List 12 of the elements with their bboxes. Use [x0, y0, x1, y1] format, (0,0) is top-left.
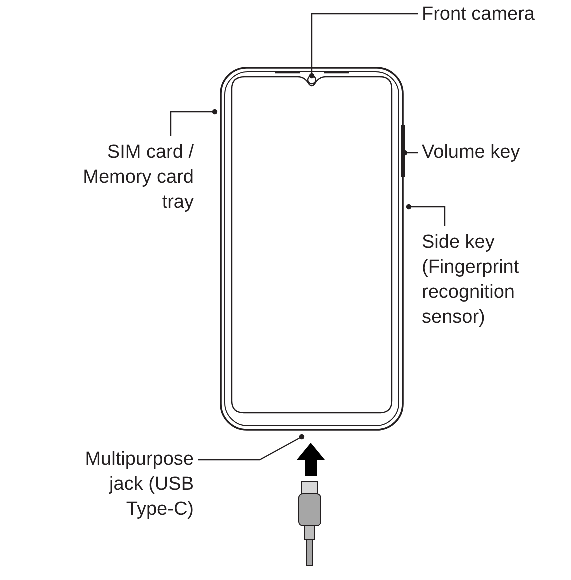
camera-lens	[307, 75, 317, 85]
leader-line	[402, 150, 418, 156]
callout-label: Front camera	[422, 2, 567, 27]
callout-label: Side key (Fingerprint recognition sensor)	[422, 230, 552, 330]
callout-label: Multipurpose jack (USB Type-C)	[66, 447, 194, 522]
leader-line	[406, 204, 446, 226]
leader-line	[309, 13, 418, 79]
callout-label: SIM card / Memory card tray	[50, 140, 194, 215]
volume-key	[401, 125, 405, 177]
leader-line	[170, 109, 218, 136]
leader-line	[198, 434, 305, 461]
callout-label: Volume key	[422, 140, 562, 165]
